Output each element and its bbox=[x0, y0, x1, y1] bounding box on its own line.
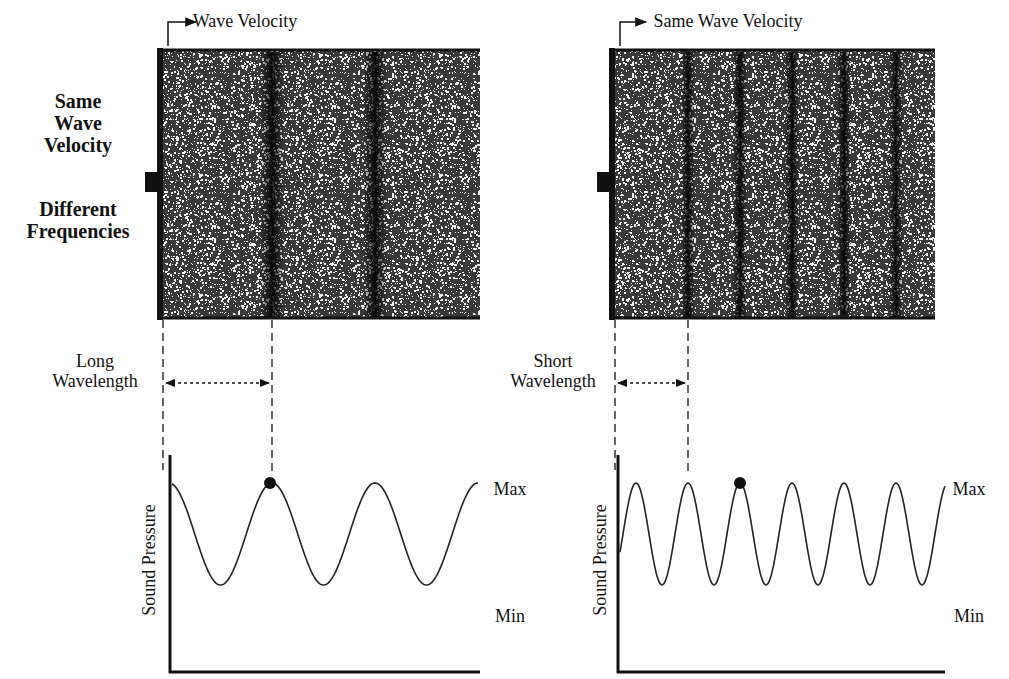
side-label: Different Frequencies bbox=[3, 198, 153, 242]
air-medium bbox=[163, 50, 480, 318]
velocity-label: Same Wave Velocity bbox=[628, 12, 828, 32]
panel-border bbox=[609, 317, 935, 320]
guide-line bbox=[271, 320, 272, 475]
graph-axis bbox=[617, 455, 620, 673]
compression-front bbox=[733, 52, 747, 317]
speaker bbox=[145, 172, 158, 192]
axis-label: Sound Pressure bbox=[591, 504, 611, 616]
pressure-wave bbox=[620, 483, 945, 585]
speaker-wall bbox=[609, 48, 615, 320]
compression-front bbox=[681, 52, 695, 317]
panel-border bbox=[160, 49, 480, 52]
compression-front bbox=[260, 52, 284, 317]
wavelength-arrow bbox=[618, 382, 685, 383]
max-label: Max bbox=[947, 480, 991, 500]
compression-front bbox=[837, 52, 851, 317]
wavelength-label: Short Wavelength bbox=[498, 352, 608, 392]
guide-line bbox=[687, 320, 688, 475]
graph-axis bbox=[169, 671, 480, 674]
graph-axis bbox=[169, 455, 172, 673]
min-label: Min bbox=[488, 607, 532, 627]
max-label: Max bbox=[488, 480, 532, 500]
marker-dot bbox=[264, 477, 276, 489]
velocity-arrow bbox=[620, 22, 646, 46]
panel-border bbox=[609, 49, 935, 52]
marker-dot bbox=[734, 477, 746, 489]
axis-label: Sound Pressure bbox=[140, 504, 160, 616]
side-label: Same Wave Velocity bbox=[38, 90, 118, 156]
compression-front bbox=[363, 52, 387, 317]
min-label: Min bbox=[947, 607, 991, 627]
air-medium bbox=[615, 50, 935, 318]
velocity-arrow bbox=[168, 22, 196, 46]
compression-front bbox=[785, 52, 799, 317]
pressure-curves bbox=[172, 483, 945, 585]
guide-line bbox=[162, 320, 163, 470]
speaker bbox=[597, 172, 609, 192]
graph-axis bbox=[617, 671, 945, 674]
velocity-label: Wave Velocity bbox=[180, 12, 310, 32]
guide-line bbox=[614, 320, 615, 470]
wave-fronts bbox=[260, 52, 387, 317]
panel-border bbox=[160, 317, 480, 320]
wavelength-arrow bbox=[166, 382, 269, 383]
wavelength-label: Long Wavelength bbox=[40, 352, 150, 392]
compression-front bbox=[889, 52, 903, 317]
wave-fronts bbox=[681, 52, 903, 317]
pressure-wave bbox=[172, 483, 478, 585]
